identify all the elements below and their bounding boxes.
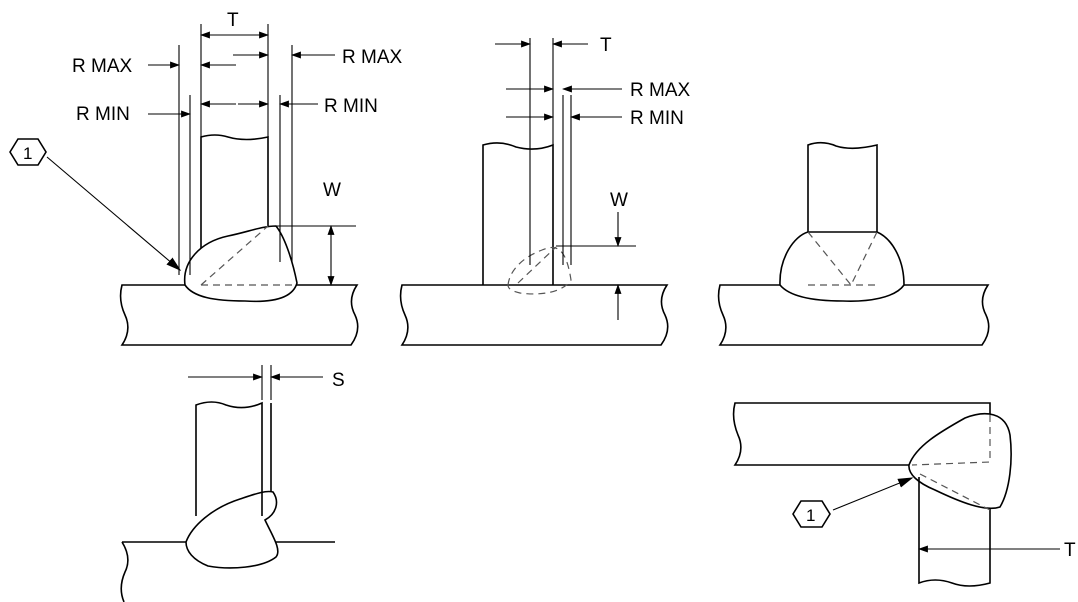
upright-member [482,142,554,285]
r-min-left-label: R MIN [76,104,130,125]
r-max-label: R MAX [630,80,691,101]
callout-leader [832,477,914,511]
callout-number: 1 [806,506,815,525]
upright-member [195,401,272,516]
r-min-label: R MIN [630,108,684,129]
diagram-corner-weld: T 1 [732,402,1076,587]
vertical-member [918,477,991,587]
horizontal-member [732,402,991,466]
base-plate [119,284,359,346]
callout-hexagon [792,500,831,528]
callout-hexagon [9,138,47,166]
diagram-weld-gap: S [120,365,345,602]
callout-leader [46,156,182,271]
r-min-right-label: R MIN [324,96,378,117]
weld-bead [185,490,279,569]
w-label: W [323,180,341,201]
diagram-fillet-weld-radius: T R MAX R MAX R MIN R MIN W 1 [9,10,403,346]
weld-hidden-lines [200,225,296,286]
weld-bead [183,225,298,303]
w-label: W [610,190,628,211]
weld-hidden-lines [517,246,557,284]
t-label: T [1064,540,1076,561]
r-max-left-label: R MAX [72,56,133,77]
weld-bead [779,231,905,302]
callout-number: 1 [23,144,32,163]
weld-hidden-lines [807,231,878,287]
diagram-fillet-weld-undersize: T R MAX R MIN W [399,35,691,346]
weld-hidden-lines [911,415,991,511]
r-max-right-label: R MAX [342,47,403,68]
base-plate [399,284,669,346]
weld-bead-hidden [507,246,572,295]
upright-member [807,141,878,232]
upright-member [200,134,269,285]
diagram-fillet-weld-both-sides [717,141,990,346]
base-plate [717,284,990,346]
t-label: T [227,10,239,31]
weld-bead [908,412,1012,510]
s-label: S [332,370,345,391]
t-label: T [600,35,612,56]
